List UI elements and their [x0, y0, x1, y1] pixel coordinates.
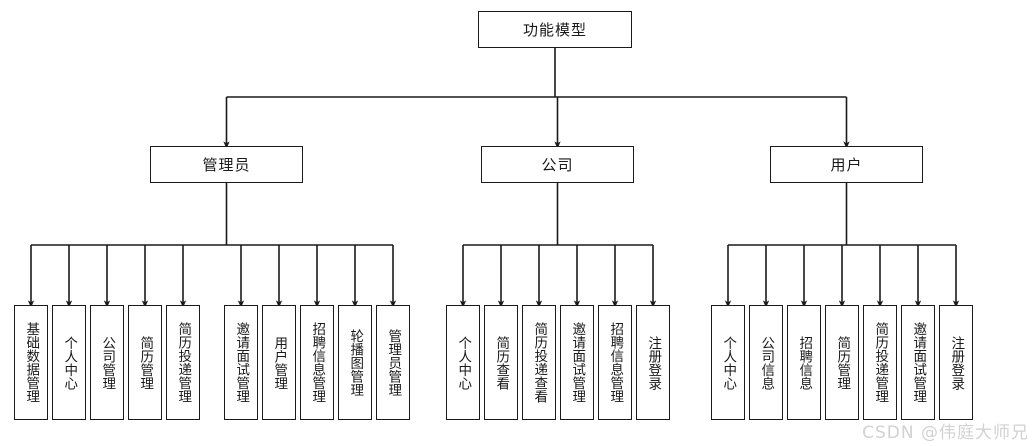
node-leaf-3-3[interactable]: 招聘信息 — [787, 305, 821, 420]
node-label: 简历投递查看 — [531, 322, 548, 403]
node-label: 公司信息 — [758, 335, 775, 390]
node-leaf-3-4[interactable]: 简历管理 — [825, 305, 859, 420]
node-label: 管理员 — [202, 156, 251, 174]
node-label: 简历查看 — [493, 335, 510, 390]
node-label: 用户 — [830, 156, 863, 174]
node-leaf-2-3[interactable]: 简历投递查看 — [522, 305, 556, 420]
node-leaf-1-5[interactable]: 简历投递管理 — [166, 305, 200, 420]
node-label: 邀请面试管理 — [233, 322, 250, 403]
node-label: 功能模型 — [522, 21, 587, 39]
node-label: 个人中心 — [61, 335, 78, 390]
node-label: 邀请面试管理 — [910, 322, 927, 403]
node-leaf-1-10[interactable]: 管理员管理 — [376, 305, 410, 420]
node-root[interactable]: 功能模型 — [478, 11, 632, 48]
node-label: 简历管理 — [834, 335, 851, 390]
watermark-label: CSDN @伟庭大师兄 — [862, 423, 1029, 443]
node-leaf-3-5[interactable]: 简历投递管理 — [863, 305, 897, 420]
node-label: 用户管理 — [271, 335, 288, 390]
node-label: 公司管理 — [99, 335, 116, 390]
node-branch-1[interactable]: 管理员 — [150, 146, 303, 183]
node-label: 个人中心 — [720, 335, 737, 390]
node-label: 管理员管理 — [385, 328, 402, 397]
node-label: 基础数据管理 — [23, 322, 40, 403]
node-leaf-1-1[interactable]: 基础数据管理 — [14, 305, 48, 420]
node-leaf-2-4[interactable]: 邀请面试管理 — [560, 305, 594, 420]
node-label: 注册登录 — [948, 335, 965, 390]
node-label: 招聘信息管理 — [309, 322, 326, 403]
node-leaf-3-1[interactable]: 个人中心 — [711, 305, 745, 420]
node-leaf-1-4[interactable]: 简历管理 — [128, 305, 162, 420]
node-leaf-1-6[interactable]: 邀请面试管理 — [224, 305, 258, 420]
node-label: 邀请面试管理 — [569, 322, 586, 403]
node-leaf-3-2[interactable]: 公司信息 — [749, 305, 783, 420]
node-label: 个人中心 — [455, 335, 472, 390]
node-leaf-3-6[interactable]: 邀请面试管理 — [901, 305, 935, 420]
node-label: 轮播图管理 — [347, 328, 364, 397]
node-leaf-1-7[interactable]: 用户管理 — [262, 305, 296, 420]
node-leaf-1-3[interactable]: 公司管理 — [90, 305, 124, 420]
node-leaf-3-7[interactable]: 注册登录 — [939, 305, 973, 420]
node-branch-3[interactable]: 用户 — [770, 146, 923, 183]
node-label: 简历投递管理 — [872, 322, 889, 403]
node-label: 招聘信息管理 — [607, 322, 624, 403]
node-leaf-1-9[interactable]: 轮播图管理 — [338, 305, 372, 420]
node-label: 招聘信息 — [796, 335, 813, 390]
node-label: 简历管理 — [137, 335, 154, 390]
node-label: 注册登录 — [645, 335, 662, 390]
node-label: 简历投递管理 — [175, 322, 192, 403]
node-leaf-2-1[interactable]: 个人中心 — [446, 305, 480, 420]
node-leaf-1-8[interactable]: 招聘信息管理 — [300, 305, 334, 420]
node-leaf-2-6[interactable]: 注册登录 — [636, 305, 670, 420]
node-leaf-1-2[interactable]: 个人中心 — [52, 305, 86, 420]
node-leaf-2-2[interactable]: 简历查看 — [484, 305, 518, 420]
node-branch-2[interactable]: 公司 — [481, 146, 634, 183]
node-leaf-2-5[interactable]: 招聘信息管理 — [598, 305, 632, 420]
node-label: 公司 — [541, 156, 574, 174]
